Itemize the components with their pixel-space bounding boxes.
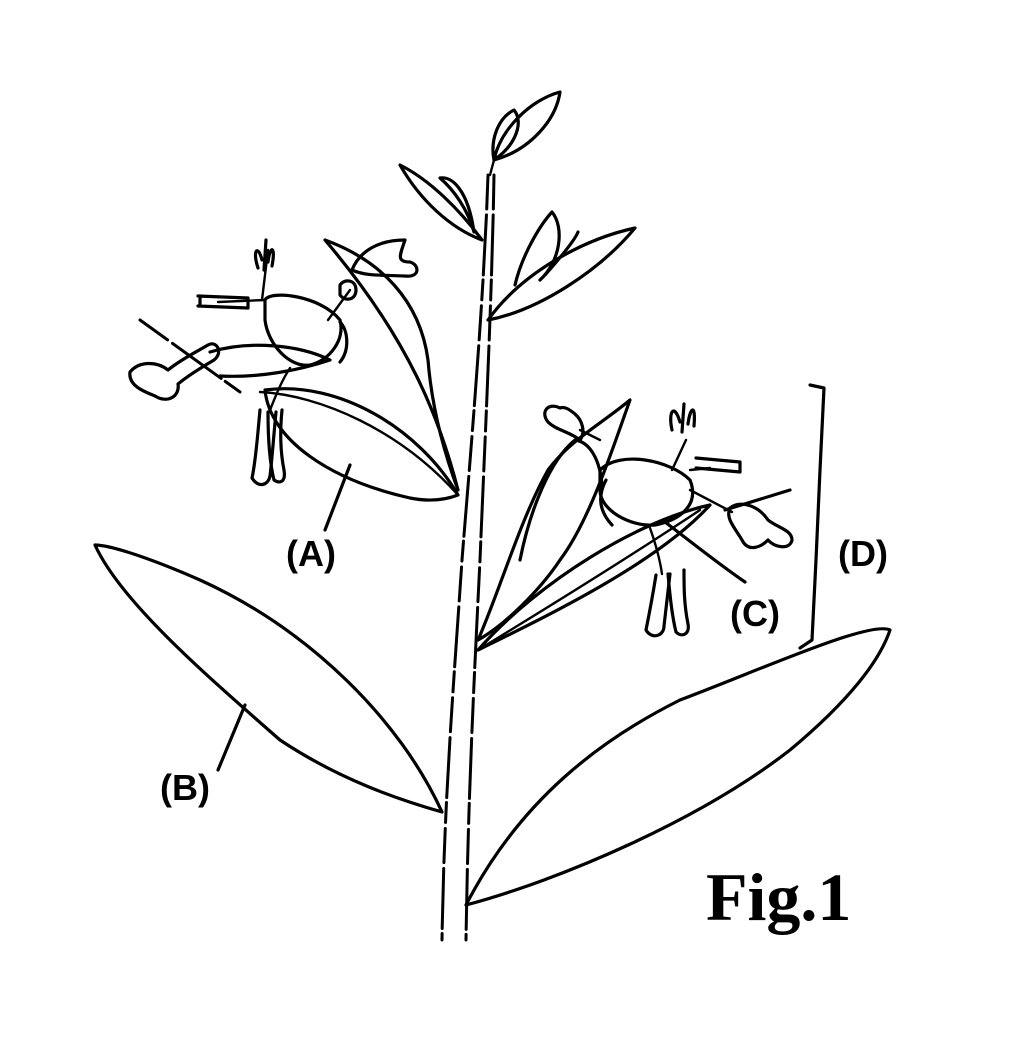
- leader-b: [216, 703, 247, 772]
- bracket-d: [798, 383, 826, 650]
- upper-leaf-right: [486, 210, 637, 322]
- label-c: (C): [730, 593, 780, 634]
- flower-cluster-left: [128, 238, 460, 502]
- label-d: (D): [838, 533, 888, 574]
- bract-a: [263, 387, 460, 502]
- leader-c: [663, 520, 747, 584]
- lower-leaf-right: [464, 627, 892, 907]
- leader-a: [323, 463, 352, 532]
- lower-leaf-left: [93, 543, 444, 814]
- label-a: (A): [286, 533, 336, 574]
- stem: [440, 173, 496, 942]
- upper-leaf-left: [398, 163, 484, 242]
- leader-lines: [216, 463, 747, 772]
- bract-right: [476, 503, 712, 652]
- label-b: (B): [160, 767, 210, 808]
- figure-title: Fig.1: [706, 859, 851, 935]
- flower-cluster-right: [476, 398, 794, 652]
- terminal-bud: [488, 90, 562, 177]
